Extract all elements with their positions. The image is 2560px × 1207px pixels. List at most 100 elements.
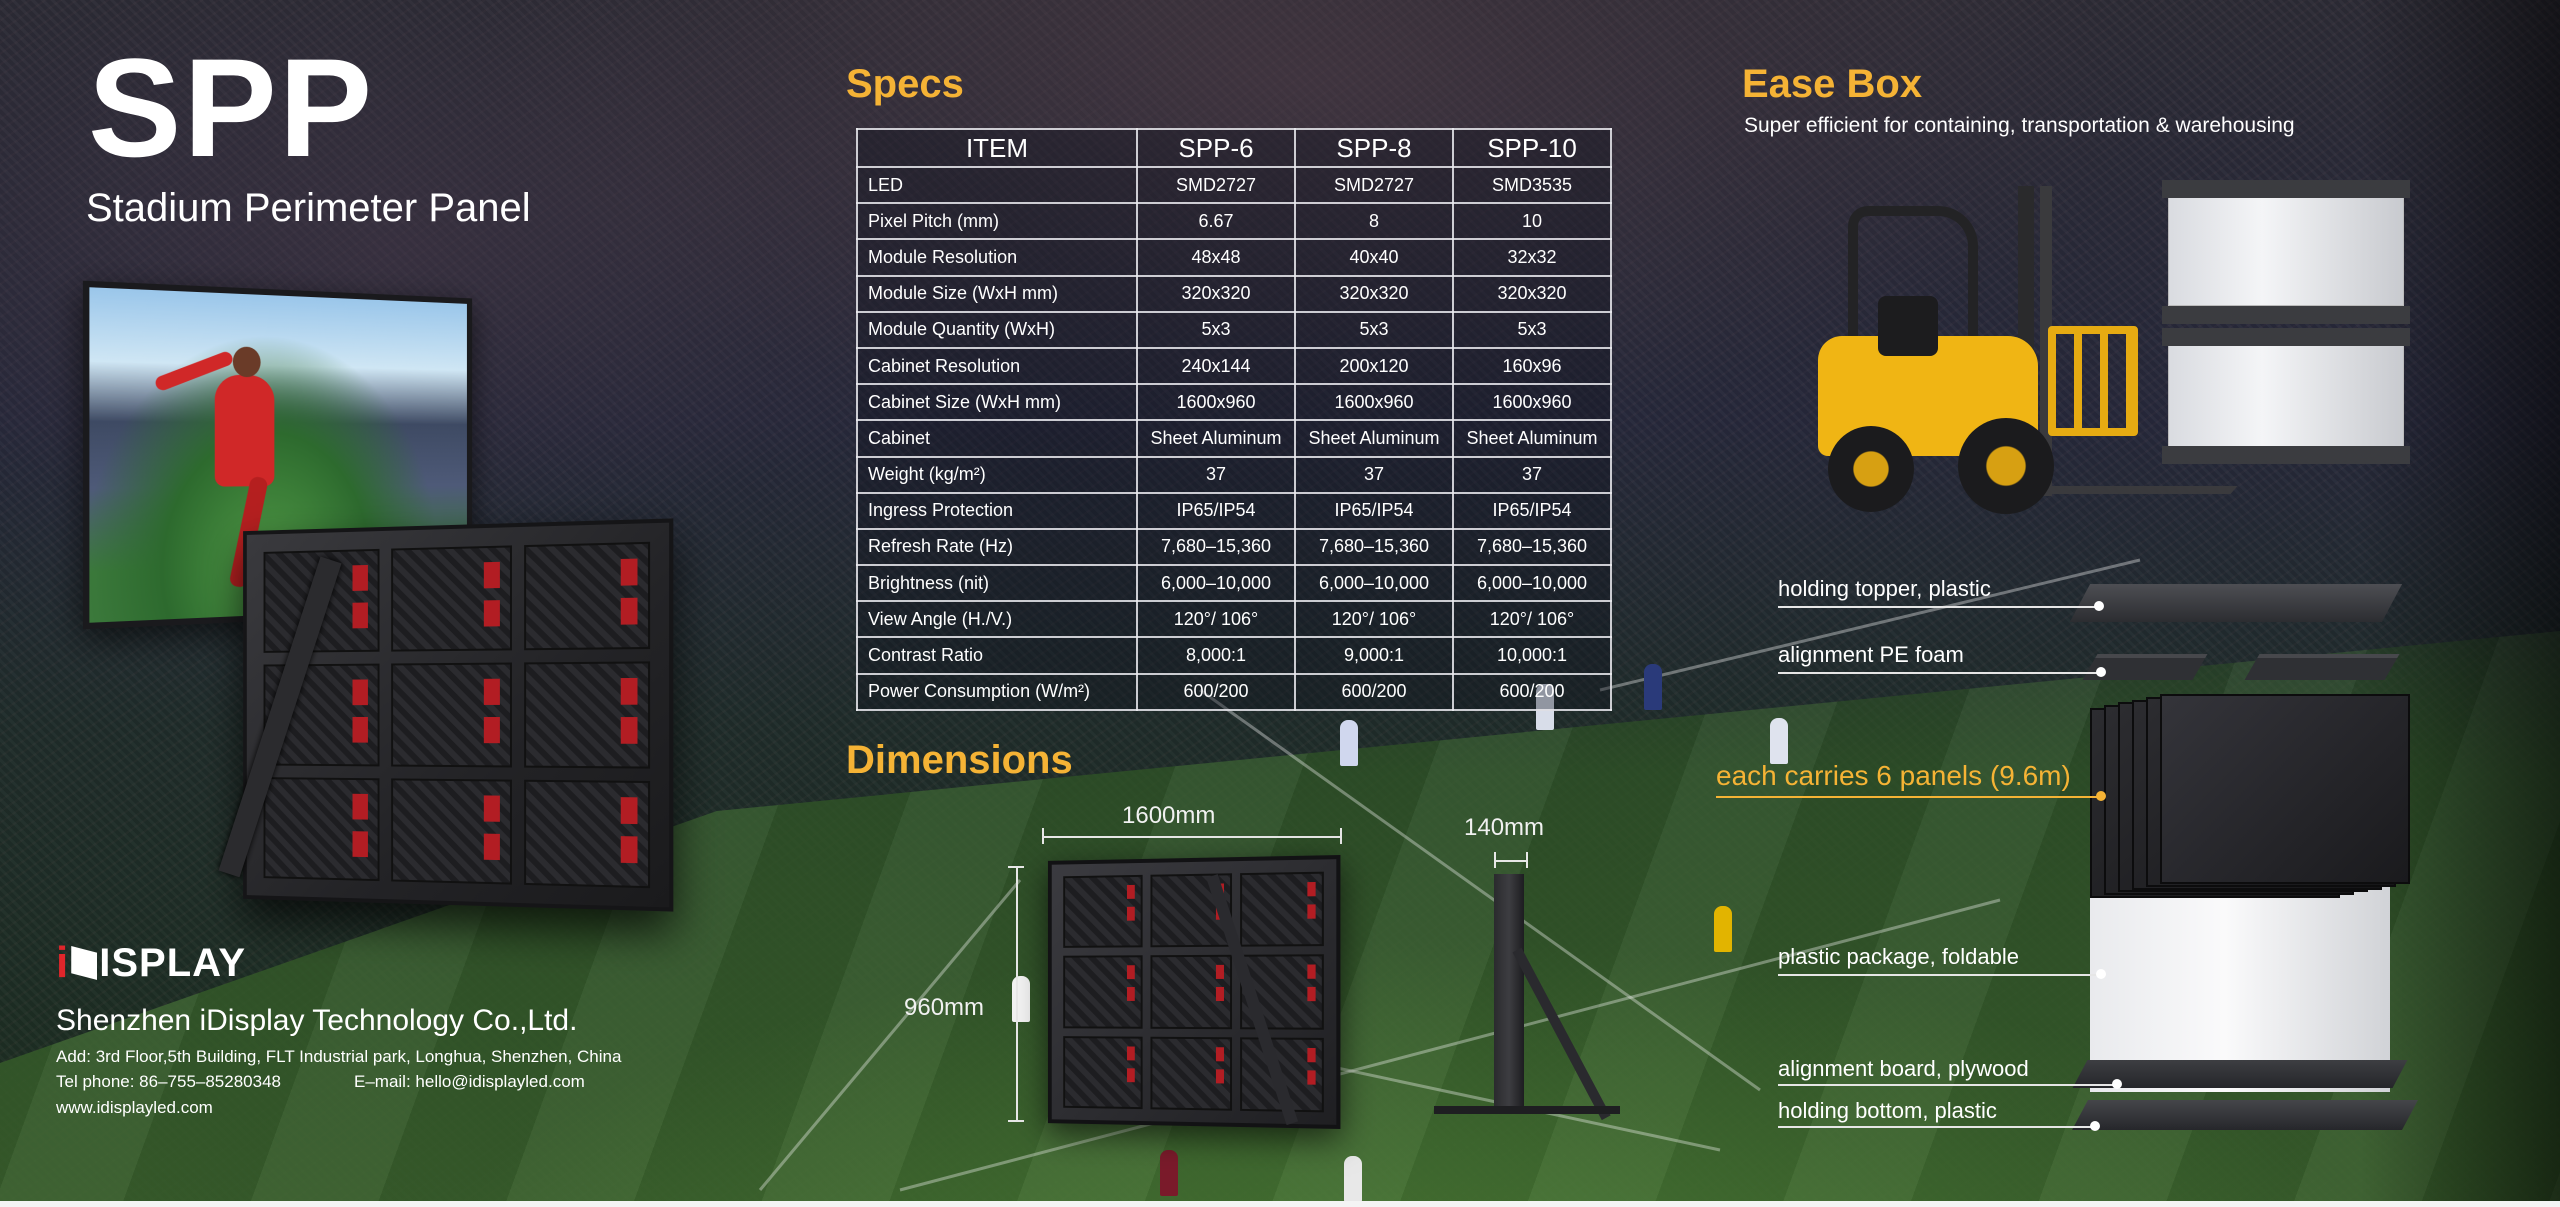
- spec-value: 600/200: [1294, 672, 1454, 711]
- spec-value: Sheet Aluminum: [1294, 419, 1454, 458]
- width-dimension-label: 1600mm: [1122, 802, 1216, 829]
- player-body: [214, 374, 275, 487]
- spec-value: IP65/IP54: [1294, 491, 1454, 530]
- spec-value: 10: [1452, 202, 1612, 241]
- spec-value: 160x96: [1452, 346, 1612, 386]
- spec-label: Refresh Rate (Hz): [856, 527, 1138, 567]
- spec-value: 600/200: [1452, 672, 1612, 711]
- plastic-package-image: [2090, 870, 2390, 1092]
- depth-dimension-label: 140mm: [1464, 814, 1545, 841]
- spec-value: 7,680–15,360: [1294, 527, 1454, 567]
- box-lid: [2162, 306, 2410, 324]
- stacked-ease-box: [2168, 336, 2404, 450]
- callout-dot: [2096, 791, 2106, 801]
- spec-label: Weight (kg/m²): [856, 455, 1138, 494]
- dimensions-heading: Dimensions: [846, 738, 1073, 782]
- column-header: SPP-8: [1294, 128, 1454, 168]
- stacked-ease-box: [2168, 186, 2404, 306]
- dimension-tick: [1008, 866, 1024, 868]
- cabinet-module: [1063, 1035, 1143, 1110]
- spec-value: 6,000–10,000: [1294, 564, 1454, 603]
- cabinet-module: [1063, 874, 1143, 949]
- spec-value: SMD3535: [1452, 165, 1612, 205]
- spec-value: SMD2727: [1136, 165, 1296, 205]
- spec-value: 120°/ 106°: [1452, 600, 1612, 639]
- cabinet-module: [524, 661, 651, 769]
- spec-value: 8,000:1: [1136, 636, 1296, 675]
- spec-value: 1600x960: [1136, 383, 1296, 422]
- logo-cube-icon: [71, 946, 98, 980]
- callout-dot: [2094, 601, 2104, 611]
- product-subtitle: Stadium Perimeter Panel: [86, 186, 531, 230]
- forklift-wheel: [1828, 426, 1914, 512]
- spec-value: 32x32: [1452, 238, 1612, 277]
- spec-label: Cabinet Size (WxH mm): [856, 383, 1138, 422]
- cabinet-module: [391, 545, 512, 652]
- spec-value: 5x3: [1294, 310, 1454, 349]
- cabinet-module: [524, 541, 651, 651]
- spec-label: Module Size (WxH mm): [856, 274, 1138, 313]
- spec-value: 5x3: [1452, 310, 1612, 349]
- spec-label: Contrast Ratio: [856, 636, 1138, 675]
- callout-dot: [2112, 1079, 2122, 1089]
- callout-carries-panels: each carries 6 panels (9.6m): [1716, 760, 2071, 791]
- callout-line: [1716, 796, 2100, 798]
- box-lid: [2162, 328, 2410, 346]
- cabinet-module: [263, 777, 380, 882]
- spec-value: IP65/IP54: [1452, 491, 1612, 530]
- spec-value: SMD2727: [1294, 165, 1454, 205]
- cabinet-module: [524, 779, 651, 889]
- callout-holding-topper: holding topper, plastic: [1778, 576, 1991, 601]
- spec-value: 40x40: [1294, 238, 1454, 277]
- idisplay-logo: i ISPLAY: [56, 938, 246, 988]
- spec-value: 120°/ 106°: [1136, 600, 1296, 639]
- logo-wordmark: ISPLAY: [99, 940, 247, 985]
- spec-row: View Angle (H./V.)120°/ 106°120°/ 106°12…: [856, 600, 1612, 639]
- cabinet-module: [391, 778, 512, 885]
- forklift-fork: [2040, 486, 2238, 494]
- spec-label: LED: [856, 165, 1138, 205]
- pe-foam-image: [2244, 654, 2400, 680]
- bottom-border: [0, 1201, 2560, 1207]
- spec-value: 1600x960: [1452, 383, 1612, 422]
- spec-label: Module Resolution: [856, 238, 1138, 277]
- callout-line: [1778, 1084, 2116, 1086]
- spec-value: 240x144: [1136, 346, 1296, 386]
- callout-pe-foam: alignment PE foam: [1778, 642, 1964, 667]
- panel-stack-image: [2090, 694, 2410, 898]
- player-head: [232, 346, 261, 378]
- spec-value: 6,000–10,000: [1452, 564, 1612, 603]
- callout-line: [1778, 1126, 2094, 1128]
- spec-label: Power Consumption (W/m²): [856, 672, 1138, 711]
- spec-value: 320x320: [1136, 274, 1296, 313]
- dimension-tick: [1340, 828, 1342, 844]
- spec-value: 5x3: [1136, 310, 1296, 349]
- spec-value: 8: [1294, 202, 1454, 241]
- dimension-cabinet-front-image: [1047, 854, 1341, 1130]
- company-name: Shenzhen iDisplay Technology Co.,Ltd.: [56, 1004, 578, 1037]
- forklift-image: [1808, 186, 2238, 516]
- dimension-tick: [1008, 1120, 1024, 1122]
- spec-value: 10,000:1: [1452, 636, 1612, 675]
- spec-label: Pixel Pitch (mm): [856, 202, 1138, 241]
- product-title: SPP: [88, 29, 375, 186]
- width-dimension-line: [1042, 836, 1342, 838]
- spec-value: 9,000:1: [1294, 636, 1454, 675]
- forklift-carriage: [2048, 326, 2138, 436]
- spec-value: 320x320: [1452, 274, 1612, 313]
- specs-header-row: ITEM SPP-6 SPP-8 SPP-10: [856, 128, 1612, 168]
- spec-value: IP65/IP54: [1136, 491, 1296, 530]
- cabinet-back-image: [243, 518, 674, 912]
- spec-value: 7,680–15,360: [1452, 527, 1612, 567]
- spec-value: 48x48: [1136, 238, 1296, 277]
